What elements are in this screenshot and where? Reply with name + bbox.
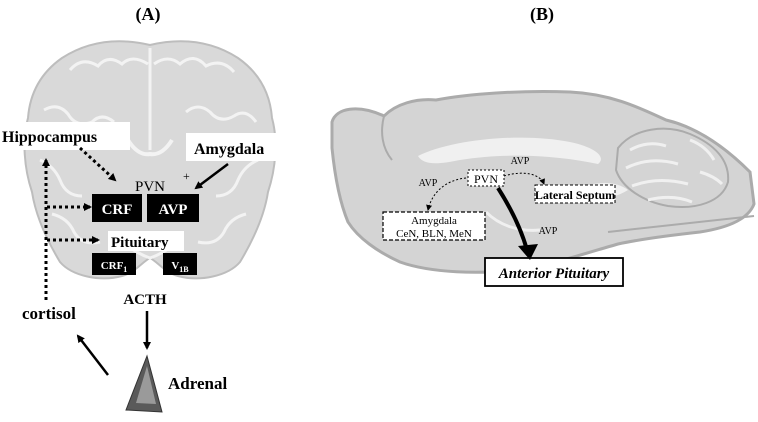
pvn-to-amygdala-arrow [426, 177, 467, 211]
pituitary-label-bg [108, 231, 184, 251]
crf-box [92, 194, 142, 222]
panel-b-arrows [426, 172, 545, 260]
pvn-to-lateral-septum-arrow [503, 172, 545, 185]
crf1-base: CRF [101, 260, 124, 272]
v1b-receptor-box [163, 253, 197, 275]
adrenal-gland-illustration [125, 354, 163, 413]
hippocampus-label: Hippocampus [2, 129, 97, 146]
amygdala-to-pvn-arrow [194, 163, 229, 190]
avp-label-down: AVP [539, 226, 558, 237]
panel-b-label: (B) [530, 4, 554, 25]
crf1-subscript: 1 [123, 265, 127, 274]
anterior-pituitary-box [484, 257, 624, 287]
acth-label: ACTH [123, 292, 167, 308]
hippocampus-to-pvn-arrow [78, 146, 117, 182]
amygdala-label-bg [186, 133, 282, 161]
crf1-receptor-box [92, 253, 136, 275]
amygdala-nuclei-label: CeN, BLN, MeN [396, 228, 472, 240]
anterior-pituitary-label: Anterior Pituitary [498, 266, 610, 282]
crf-box-label: CRF [102, 202, 133, 218]
pvn-label-a: PVN [135, 179, 165, 195]
hippocampus-label-bg [0, 122, 130, 150]
amygdala-box-b [382, 211, 486, 241]
pvn-to-anterior-pituitary-arrow [496, 186, 529, 251]
lateral-septum-box [534, 184, 616, 204]
pvn-label-b: PVN [474, 172, 498, 186]
v1b-subscript: 1B [179, 265, 189, 274]
adrenal-to-cortisol-arrow [76, 334, 109, 376]
panel-a-label: (A) [136, 4, 161, 25]
pituitary-label: Pituitary [111, 235, 169, 251]
amygdala-label-b: Amygdala [411, 215, 457, 227]
adrenal-label: Adrenal [168, 374, 227, 393]
amygdala-plus-sign: + [183, 169, 190, 183]
pvn-to-anterior-pituitary-arrowhead [518, 244, 538, 260]
v1b-receptor-label: V1B [171, 260, 189, 274]
v1b-base: V [171, 260, 179, 272]
avp-label-left: AVP [419, 178, 438, 189]
cortisol-label: cortisol [22, 304, 76, 323]
panel-a-arrows [42, 146, 229, 376]
pvn-box-b [467, 169, 505, 187]
avp-box-label: AVP [159, 202, 188, 218]
lateral-septum-label: Lateral Septum [535, 188, 615, 202]
avp-label-right: AVP [511, 156, 530, 167]
avp-box [147, 194, 199, 222]
amygdala-label: Amygdala [194, 141, 264, 158]
crf1-receptor-label: CRF1 [101, 260, 128, 274]
